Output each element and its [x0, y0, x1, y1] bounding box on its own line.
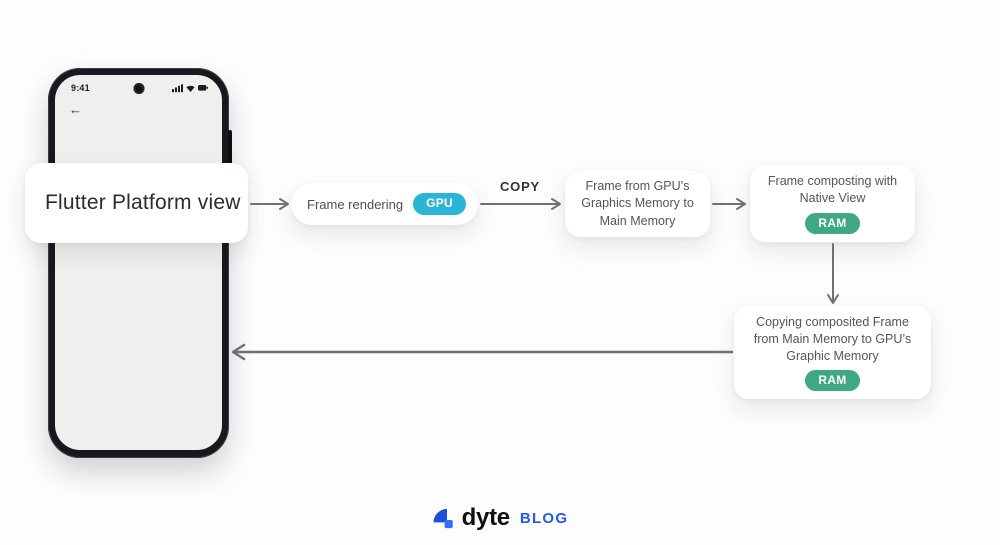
gpu-to-main-memory-label: Frame from GPU’s Graphics Memory to Main… [581, 179, 694, 228]
arrow-copy [480, 198, 561, 210]
phone-power-button [228, 130, 232, 164]
footer-brand: dyte BLOG [432, 504, 569, 532]
back-arrow-icon: ← [69, 102, 82, 117]
arrow-to-compositing [712, 198, 746, 210]
phone-screen: 9:41 ← [55, 75, 222, 450]
flutter-platform-view-label: Flutter Platform view [45, 191, 241, 214]
gpu-badge: GPU [413, 193, 466, 215]
gpu-to-main-memory-box: Frame from GPU’s Graphics Memory to Main… [565, 171, 710, 237]
dyte-logo-icon [433, 508, 453, 528]
arrow-start-to-rendering [250, 198, 289, 210]
arrow-return-to-phone [231, 343, 734, 361]
ram-badge-2: RAM [805, 370, 860, 392]
compositing-label: Frame composting with Native View [767, 174, 898, 206]
frame-rendering-label: Frame rendering [307, 196, 404, 212]
frame-rendering-box: Frame rendering GPU [291, 183, 478, 225]
status-time: 9:41 [71, 82, 90, 93]
ram-badge: RAM [805, 212, 860, 234]
status-icons [172, 82, 208, 93]
arrow-down-to-copy-back [827, 243, 839, 304]
copy-back-box: Copying composited Frame from Main Memor… [734, 306, 931, 399]
phone-statusbar: 9:41 [55, 75, 222, 93]
copy-back-label: Copying composited Frame from Main Memor… [753, 314, 912, 364]
signal-wifi-battery-icons [172, 84, 208, 93]
brand-name: dyte [461, 504, 510, 531]
flutter-platform-view-card: Flutter Platform view [25, 163, 248, 243]
copy-arrow-label: COPY [499, 179, 541, 194]
blog-label: BLOG [519, 509, 569, 527]
compositing-box: Frame composting with Native View RAM [750, 165, 915, 242]
phone-camera-icon [133, 83, 144, 94]
phone-mockup: 9:41 ← [48, 68, 232, 458]
